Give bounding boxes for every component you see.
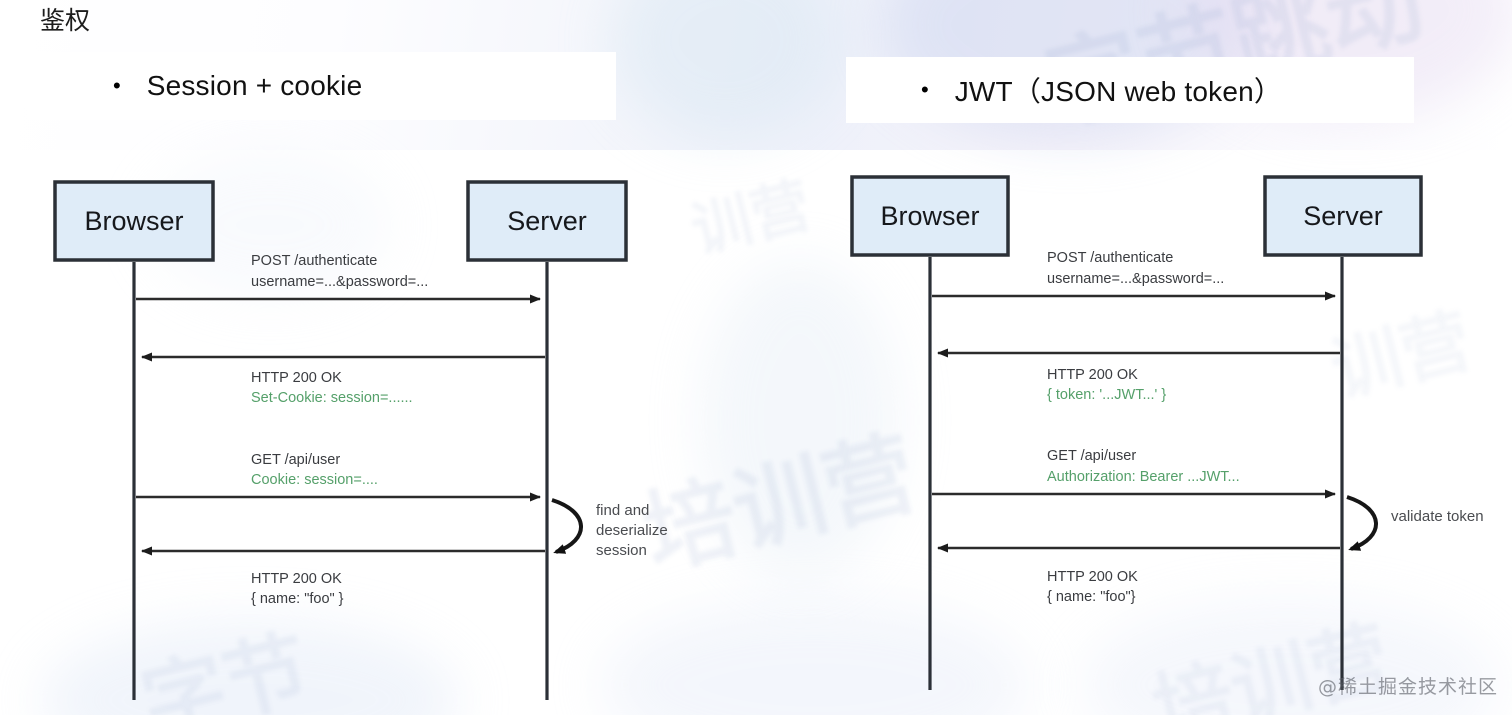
note-left-line-2: session — [596, 542, 647, 559]
msg-right-2-line-1: Authorization: Bearer ...JWT... — [1047, 469, 1240, 485]
node-browser-right — [850, 175, 1010, 257]
bg-watermark-text: 培训营 — [633, 418, 927, 590]
msg-left-0-line-1: username=...&password=... — [251, 274, 428, 290]
node-server-right — [1263, 175, 1423, 257]
note-left-line-0: find and — [596, 502, 649, 519]
banner-right-label: JWT（JSON web token） — [954, 76, 1283, 107]
bg-blob — [150, 150, 390, 300]
page-title: 鉴权 — [40, 6, 91, 35]
bg-blob — [600, 600, 1030, 715]
msg-right-3-line-1: { name: "foo"} — [1047, 589, 1136, 605]
community-watermark: @稀土掘金技术社区 — [1317, 676, 1498, 698]
bg-watermark-text: 训营 — [1323, 299, 1480, 413]
node-server-right-label: Server — [1303, 201, 1383, 231]
msg-right-1-line-1: { token: '...JWT...' } — [1047, 387, 1166, 403]
banner-jwt: • JWT（JSON web token） — [846, 57, 1414, 123]
bullet-icon: • — [921, 77, 929, 102]
bg-watermark-text: 字节 — [132, 618, 319, 715]
bullet-icon: • — [113, 73, 121, 98]
bg-watermark-text: 训营 — [684, 170, 819, 268]
diagram-jwt: Browser Server POST /authenticate userna… — [850, 175, 1484, 690]
self-loop-arrow-right — [1346, 495, 1378, 551]
note-right-line-0: validate token — [1391, 508, 1484, 525]
msg-right-0-line-1: username=...&password=... — [1047, 271, 1224, 287]
bg-blob — [700, 260, 900, 580]
node-server-left — [466, 180, 628, 262]
msg-left-2-line-1: Cookie: session=.... — [251, 472, 378, 488]
msg-left-0-line-0: POST /authenticate — [251, 253, 377, 269]
msg-left-3-line-1: { name: "foo" } — [251, 591, 344, 607]
msg-right-1-line-0: HTTP 200 OK — [1047, 367, 1138, 383]
msg-right-3-line-0: HTTP 200 OK — [1047, 569, 1138, 585]
msg-left-1-line-0: HTTP 200 OK — [251, 370, 342, 386]
msg-left-3-line-0: HTTP 200 OK — [251, 571, 342, 587]
diagram-session-cookie: Browser Server POST /authenticate userna… — [53, 180, 668, 700]
banner-session-cookie: • Session + cookie — [28, 52, 616, 120]
self-loop-arrow-left — [551, 498, 583, 554]
msg-left-2-line-0: GET /api/user — [251, 452, 340, 468]
bg-blob — [40, 620, 460, 715]
msg-left-1-line-1: Set-Cookie: session=...... — [251, 390, 413, 406]
node-browser-right-label: Browser — [880, 201, 979, 231]
banner-left-label: Session + cookie — [146, 70, 363, 101]
node-browser-left — [53, 180, 215, 262]
node-server-left-label: Server — [507, 206, 587, 236]
node-browser-left-label: Browser — [84, 206, 183, 236]
msg-right-0-line-0: POST /authenticate — [1047, 250, 1173, 266]
note-left-line-1: deserialize — [596, 522, 668, 539]
msg-right-2-line-0: GET /api/user — [1047, 448, 1136, 464]
